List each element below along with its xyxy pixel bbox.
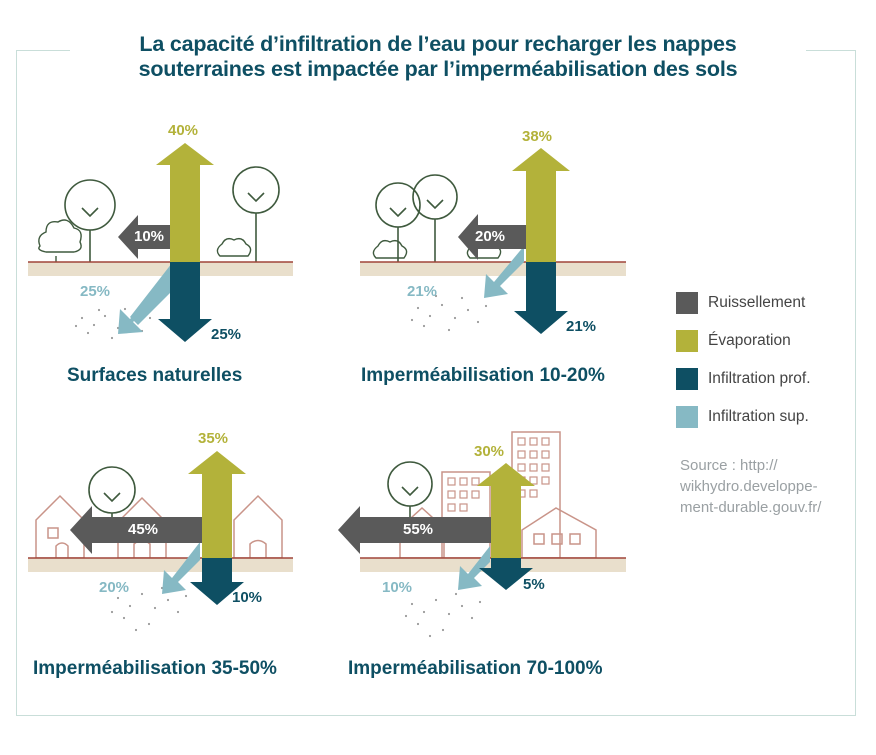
ground-strip	[28, 262, 293, 276]
panel2-caption: Imperméabilisation 10-20%	[361, 365, 605, 386]
infiltration-prof-arrow	[479, 558, 533, 590]
panel2-infiltration-prof-value: 21%	[566, 318, 597, 335]
panel2-evaporation-value: 38%	[522, 128, 553, 145]
legend-item-ruissellement: Ruissellement	[676, 284, 811, 322]
panel1-ruissellement-value: 10%	[134, 228, 165, 245]
source-note: Source : http:// wikhydro.developpe- men…	[680, 455, 860, 518]
legend-label: Infiltration sup.	[708, 408, 809, 425]
panel1-caption: Surfaces naturelles	[67, 365, 243, 386]
evaporation-arrow	[512, 148, 570, 263]
panel1-infiltration-sup-value: 25%	[80, 283, 111, 300]
infiltration-prof-arrow	[514, 262, 568, 334]
source-line-3: ment-durable.gouv.fr/	[680, 499, 822, 516]
soil-dots	[110, 586, 188, 632]
ruissellement-arrow	[458, 214, 526, 260]
panel3-evaporation-value: 35%	[198, 430, 229, 447]
panel3-ruissellement-value: 45%	[128, 521, 159, 538]
title-line-2: souterraines est impactée par l’imperméa…	[138, 57, 738, 81]
legend-label: Évaporation	[708, 332, 791, 349]
ruissellement-arrow	[70, 506, 202, 554]
tree-icon	[64, 166, 280, 262]
legend-swatch-ruissellement	[676, 292, 698, 314]
legend-swatch-infiltration-sup	[676, 406, 698, 428]
legend-item-infiltration-sup: Infiltration sup.	[676, 398, 811, 436]
panel2-infiltration-sup-value: 21%	[407, 283, 438, 300]
panel4-caption: Imperméabilisation 70-100%	[348, 658, 603, 679]
evaporation-arrow	[156, 143, 214, 263]
evaporation-arrow	[477, 463, 535, 559]
infographic-title: La capacité d’infiltration de l’eau pour…	[70, 32, 806, 82]
soil-dots	[74, 307, 152, 340]
legend: Ruissellement Évaporation Infiltration p…	[676, 284, 811, 436]
soil-dots	[404, 592, 482, 638]
panel4-infiltration-sup-value: 10%	[382, 579, 413, 596]
evaporation-arrow	[188, 451, 246, 559]
tree-icon	[375, 174, 458, 262]
infiltration-sup-arrow	[484, 246, 524, 298]
panel3-caption: Imperméabilisation 35-50%	[33, 658, 277, 679]
panel4-ruissellement-value: 55%	[403, 521, 434, 538]
soil-dots	[410, 294, 488, 332]
panel3-infiltration-sup-value: 20%	[99, 579, 130, 596]
panel1-evaporation-value: 40%	[168, 122, 199, 139]
bush-icon	[38, 219, 252, 262]
legend-label: Infiltration prof.	[708, 370, 811, 387]
title-line-1: La capacité d’infiltration de l’eau pour…	[139, 32, 737, 56]
ruissellement-arrow	[118, 215, 170, 259]
infiltration-prof-arrow	[158, 262, 212, 342]
legend-item-infiltration-prof: Infiltration prof.	[676, 360, 811, 398]
ruissellement-arrow	[338, 506, 491, 554]
panel4-infiltration-prof-value: 5%	[523, 576, 545, 593]
legend-swatch-evaporation	[676, 330, 698, 352]
source-line-2: wikhydro.developpe-	[680, 478, 818, 495]
panel4-evaporation-value: 30%	[474, 443, 505, 460]
infiltration-prof-arrow	[190, 558, 244, 605]
legend-label: Ruissellement	[708, 294, 806, 311]
panel1-infiltration-prof-value: 25%	[211, 326, 242, 343]
source-line-1: Source : http://	[680, 457, 778, 474]
legend-swatch-infiltration-prof	[676, 368, 698, 390]
panel2-ruissellement-value: 20%	[475, 228, 506, 245]
legend-item-evaporation: Évaporation	[676, 322, 811, 360]
ground-strip	[360, 262, 626, 276]
infiltration-sup-arrow	[458, 546, 490, 590]
panel3-infiltration-prof-value: 10%	[232, 589, 263, 606]
infiltration-sup-arrow	[162, 542, 200, 594]
